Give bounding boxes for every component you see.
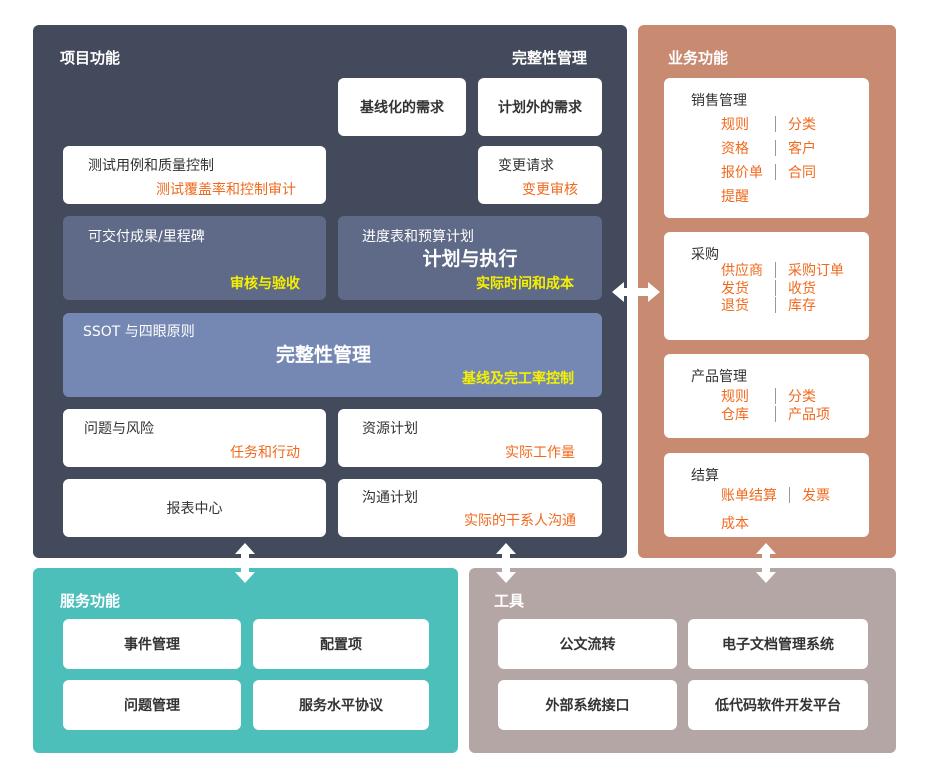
schedule-box[interactable]: 进度表和预算计划 计划与执行 实际时间和成本	[338, 216, 602, 300]
item-link[interactable]: 合同	[788, 165, 816, 181]
issues-title: 问题与风险	[84, 421, 154, 437]
deliverables-sub: 审核与验收	[230, 276, 300, 292]
separator	[775, 116, 776, 132]
item-link[interactable]: 采购订单	[788, 263, 844, 279]
item-row: 报价单 合同	[721, 162, 816, 182]
change-sub: 变更审核	[522, 182, 578, 198]
ssot-title: SSOT 与四眼原则	[83, 324, 195, 340]
item-row: 资格 客户	[721, 138, 816, 158]
tool-item[interactable]: 公文流转	[498, 619, 677, 669]
change-request-box[interactable]: 变更请求 变更审核	[478, 146, 602, 204]
tool-item[interactable]: 外部系统接口	[498, 680, 677, 730]
item-link[interactable]: 退货	[721, 298, 749, 314]
project-title: 项目功能	[60, 49, 121, 67]
deliverables-title: 可交付成果/里程碑	[88, 229, 205, 245]
communication-plan-box[interactable]: 沟通计划 实际的干系人沟通	[338, 479, 602, 537]
billing-box[interactable]: 结算账单结算 发票成本	[664, 453, 869, 537]
item-link[interactable]: 分类	[788, 389, 816, 405]
issues-risk-box[interactable]: 问题与风险 任务和行动	[63, 409, 326, 467]
item-link[interactable]: 资格	[721, 141, 749, 157]
separator	[775, 164, 776, 180]
double-arrow-vertical-icon	[756, 543, 776, 583]
item-link[interactable]: 收货	[788, 280, 816, 297]
item-link[interactable]: 成本	[721, 516, 749, 532]
service-item[interactable]: 事件管理	[63, 619, 241, 669]
item-row: 供应商 采购订单	[721, 260, 844, 280]
change-title: 变更请求	[498, 158, 554, 174]
resource-title: 资源计划	[362, 421, 418, 437]
item-link[interactable]: 规则	[721, 117, 749, 133]
item-row: 发货 收货	[721, 278, 816, 298]
service-item[interactable]: 服务水平协议	[253, 680, 429, 730]
ssot-sub: 基线及完工率控制	[462, 371, 574, 387]
item-row: 账单结算 发票	[721, 485, 830, 505]
schedule-center: 计划与执行	[422, 248, 518, 270]
purchase-title: 采购	[691, 247, 719, 263]
item-row: 提醒	[721, 186, 763, 206]
tools-title: 工具	[494, 592, 525, 610]
service-title: 服务功能	[60, 592, 121, 610]
test-sub: 测试覆盖率和控制审计	[156, 182, 296, 198]
item-link[interactable]: 客户	[788, 141, 816, 157]
unplanned-requirements-box[interactable]: 计划外的需求	[478, 78, 602, 136]
product-title: 产品管理	[691, 369, 747, 385]
item-row: 退货 库存	[721, 295, 816, 315]
purchase-box[interactable]: 采购供应商 采购订单发货 收货退货 库存	[664, 232, 869, 340]
item-link[interactable]: 发票	[802, 488, 830, 504]
ssot-box[interactable]: SSOT 与四眼原则 完整性管理 基线及完工率控制	[63, 313, 602, 397]
test-quality-box[interactable]: 测试用例和质量控制 测试覆盖率和控制审计	[63, 146, 326, 204]
item-link[interactable]: 仓库	[721, 407, 749, 423]
business-title: 业务功能	[668, 49, 729, 67]
issues-sub: 任务和行动	[230, 445, 300, 461]
deliverables-box[interactable]: 可交付成果/里程碑 审核与验收	[63, 216, 326, 300]
separator	[775, 140, 776, 156]
schedule-sub: 实际时间和成本	[476, 276, 574, 292]
item-link[interactable]: 分类	[788, 117, 816, 133]
schedule-title: 进度表和预算计划	[362, 229, 474, 245]
comm-title: 沟通计划	[362, 490, 418, 506]
item-row: 成本	[721, 513, 763, 533]
tool-item[interactable]: 低代码软件开发平台	[688, 680, 868, 730]
baseline-requirements-box[interactable]: 基线化的需求	[338, 78, 466, 136]
integrity-heading: 完整性管理	[512, 49, 588, 67]
separator	[789, 487, 790, 503]
item-link[interactable]: 报价单	[721, 165, 763, 181]
separator	[775, 262, 776, 278]
item-link[interactable]: 规则	[721, 389, 749, 405]
double-arrow-vertical-icon	[496, 543, 516, 583]
separator	[775, 279, 776, 296]
test-title: 测试用例和质量控制	[88, 158, 214, 174]
item-link[interactable]: 产品项	[788, 407, 830, 423]
report-center-box[interactable]: 报表中心	[63, 479, 326, 537]
item-link[interactable]: 供应商	[721, 263, 763, 279]
service-item[interactable]: 配置项	[253, 619, 429, 669]
item-link[interactable]: 库存	[788, 298, 816, 314]
resource-plan-box[interactable]: 资源计划 实际工作量	[338, 409, 602, 467]
double-arrow-horizontal-icon	[612, 282, 660, 302]
billing-title: 结算	[691, 468, 719, 484]
comm-sub: 实际的干系人沟通	[464, 513, 576, 529]
item-link[interactable]: 发货	[721, 280, 749, 297]
service-item[interactable]: 问题管理	[63, 680, 241, 730]
item-link[interactable]: 提醒	[721, 189, 749, 205]
resource-sub: 实际工作量	[505, 445, 575, 461]
separator	[775, 297, 776, 313]
item-row: 仓库 产品项	[721, 404, 830, 424]
item-link[interactable]: 账单结算	[721, 488, 777, 504]
ssot-center: 完整性管理	[276, 344, 372, 366]
sales-box[interactable]: 销售管理规则 分类资格 客户报价单 合同提醒	[664, 78, 869, 218]
tool-item[interactable]: 电子文档管理系统	[688, 619, 868, 669]
double-arrow-vertical-icon	[235, 543, 255, 583]
separator	[775, 406, 776, 422]
separator	[775, 388, 776, 404]
item-row: 规则 分类	[721, 386, 816, 406]
product-box[interactable]: 产品管理规则 分类仓库 产品项	[664, 354, 869, 438]
item-row: 规则 分类	[721, 114, 816, 134]
sales-title: 销售管理	[691, 93, 747, 109]
